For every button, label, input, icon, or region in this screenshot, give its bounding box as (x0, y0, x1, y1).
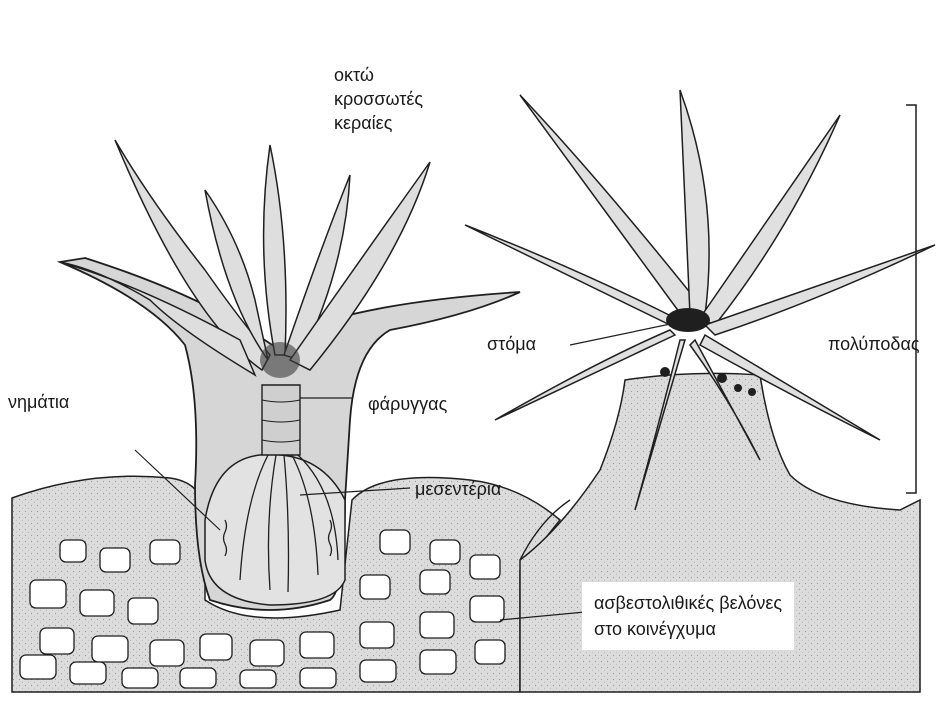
coenenchyme-left (11, 475, 562, 693)
spicule-network (19, 529, 506, 689)
mesenteries-lines (222, 454, 339, 593)
polyp-bracket (906, 104, 917, 494)
pharynx (261, 384, 301, 456)
label-filaments: νημάτια (8, 392, 70, 412)
label-polyp: πολύποδας (828, 334, 920, 354)
right-tentacles (464, 89, 936, 511)
right-mouth (666, 308, 710, 332)
label-spicules: ασβεστολιθικές βελόνες στο κοινέγχυμα (582, 582, 795, 650)
gastric-cavity (204, 453, 346, 606)
label-pharynx: φάρυγγας (368, 394, 448, 414)
leader-lines (134, 321, 681, 621)
label-mesenteries: μεσεντέρια (415, 479, 502, 499)
label-tentacles: οκτώ κροσσωτές κεραίες (334, 65, 424, 133)
left-tentacles (59, 139, 431, 377)
left-mouth (260, 342, 300, 378)
label-mouth: στόμα (487, 334, 537, 354)
